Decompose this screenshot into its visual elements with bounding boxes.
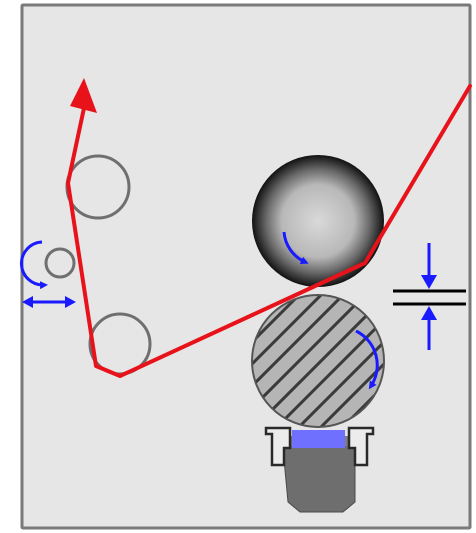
double-headed-arrow-icon <box>22 296 76 308</box>
right-reservoir-bracket <box>347 426 375 467</box>
coating-liquid <box>292 430 345 448</box>
reservoir-body <box>281 437 356 513</box>
web-path <box>66 84 472 378</box>
rotation-arrow-icon <box>282 231 309 264</box>
applicator-roller <box>251 294 385 428</box>
coating-reservoir <box>264 426 375 513</box>
small-dancer-roller <box>44 247 76 279</box>
gap-indicator-icon <box>393 243 466 350</box>
left-reservoir-bracket <box>264 426 292 467</box>
background-panel <box>20 3 472 530</box>
web-path-arrow-icon <box>70 78 97 113</box>
rotation-arrow-icon <box>355 329 379 390</box>
rotation-arrow-icon <box>20 240 48 290</box>
coating-roller <box>252 155 384 287</box>
